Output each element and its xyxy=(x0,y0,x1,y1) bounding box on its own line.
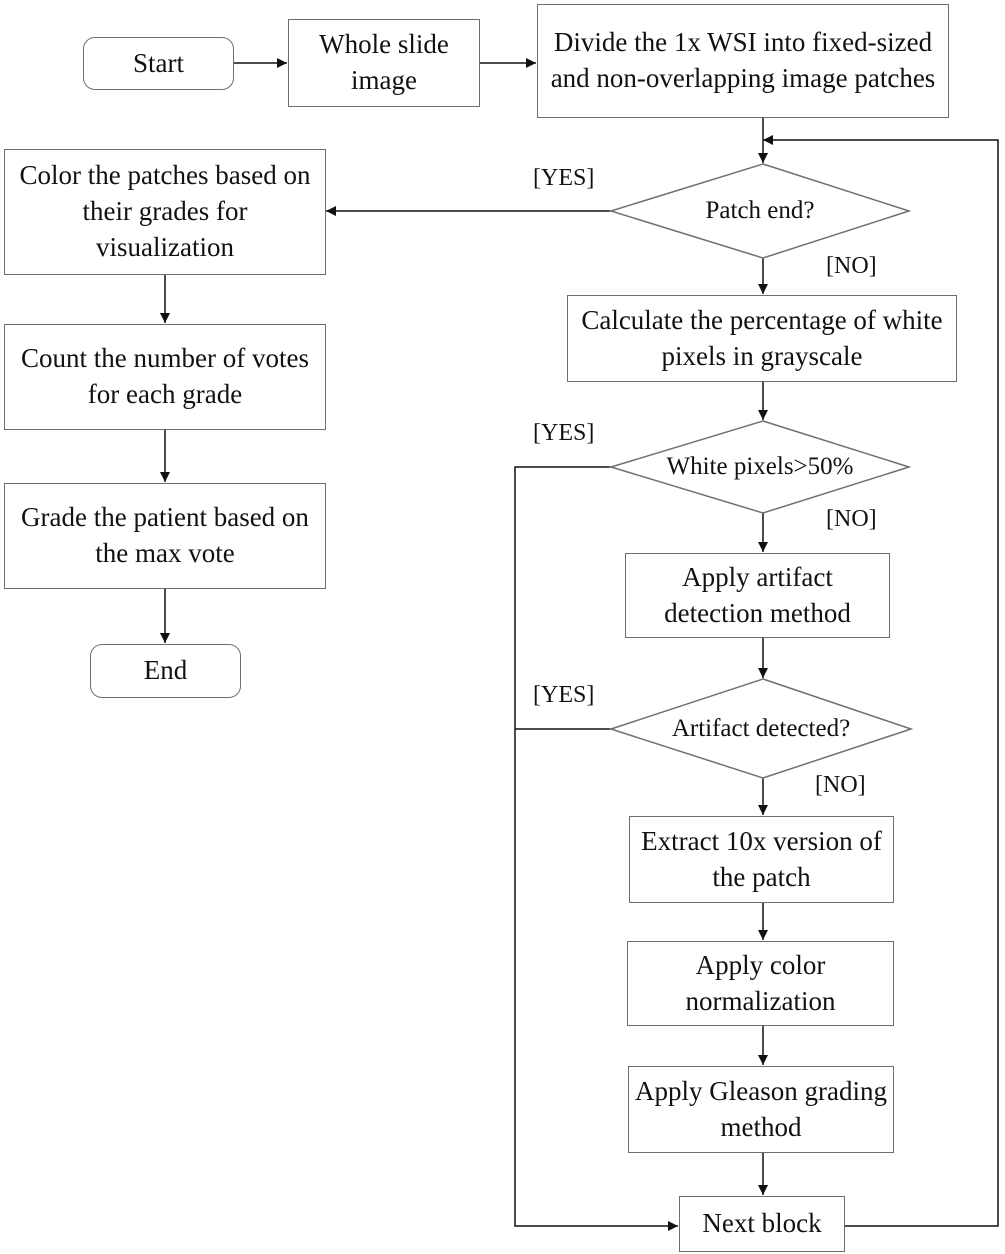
yes-label-patch-end: [YES] xyxy=(533,165,595,191)
no-label-white-pixels: [NO] xyxy=(826,506,877,532)
wsi-node: Whole slide image xyxy=(288,19,480,107)
artifact-check-label: Artifact detected? xyxy=(671,714,851,742)
arrow-loop-back-to-patch-end xyxy=(763,135,999,1227)
next-block-label: Next block xyxy=(702,1208,822,1239)
calc-white-label: Calculate the percentage of white pixels… xyxy=(581,304,943,371)
grade-patient-label: Grade the patient based on the max vote xyxy=(21,502,309,568)
color-norm-node: Apply color normalization xyxy=(627,941,894,1026)
wsi-label: Whole slide image xyxy=(319,29,449,95)
start-node: Start xyxy=(83,37,234,90)
color-patches-label: Color the patches based on their grades … xyxy=(19,160,311,262)
end-label: End xyxy=(143,655,188,686)
calc-white-node: Calculate the percentage of white pixels… xyxy=(567,295,957,382)
yes-label-white-pixels: [YES] xyxy=(533,420,595,446)
no-label-artifact: [NO] xyxy=(815,772,866,798)
white-pixels-label: White pixels>50% xyxy=(666,453,854,480)
count-votes-label: Count the number of votes for each grade xyxy=(21,343,309,409)
extract-label: Extract 10x version of the patch xyxy=(641,825,882,892)
patch-end-label: Patch end? xyxy=(705,197,815,224)
color-norm-label: Apply color normalization xyxy=(685,949,836,1016)
decision-artifact-shape xyxy=(608,678,914,779)
gleason-node: Apply Gleason grading method xyxy=(628,1066,894,1153)
extract-node: Extract 10x version of the patch xyxy=(629,816,894,903)
end-node: End xyxy=(90,644,241,698)
patch-end-decision: Patch end? xyxy=(611,164,909,258)
start-label: Start xyxy=(133,47,184,78)
next-block-node: Next block xyxy=(679,1196,845,1252)
divide-node: Divide the 1x WSI into fixed-sized and n… xyxy=(537,4,949,118)
artifact-method-node: Apply artifact detection method xyxy=(625,553,890,638)
artifact-method-label: Apply artifact detection method xyxy=(664,561,851,628)
yes-label-artifact: [YES] xyxy=(533,682,595,708)
arrow-yes-bypass-to-next-block xyxy=(514,466,678,1231)
gleason-label: Apply Gleason grading method xyxy=(635,1075,887,1142)
divide-label: Divide the 1x WSI into fixed-sized and n… xyxy=(550,27,936,93)
color-patches-node: Color the patches based on their grades … xyxy=(4,149,326,275)
count-votes-node: Count the number of votes for each grade xyxy=(4,324,326,430)
grade-patient-node: Grade the patient based on the max vote xyxy=(4,483,326,589)
no-label-patch-end: [NO] xyxy=(826,253,877,279)
white-pixels-decision: White pixels>50% xyxy=(611,421,909,513)
decision-white-pixels-shape xyxy=(608,420,912,514)
artifact-decision: Artifact detected? xyxy=(611,679,911,778)
decision-patch-end-shape xyxy=(608,163,912,259)
